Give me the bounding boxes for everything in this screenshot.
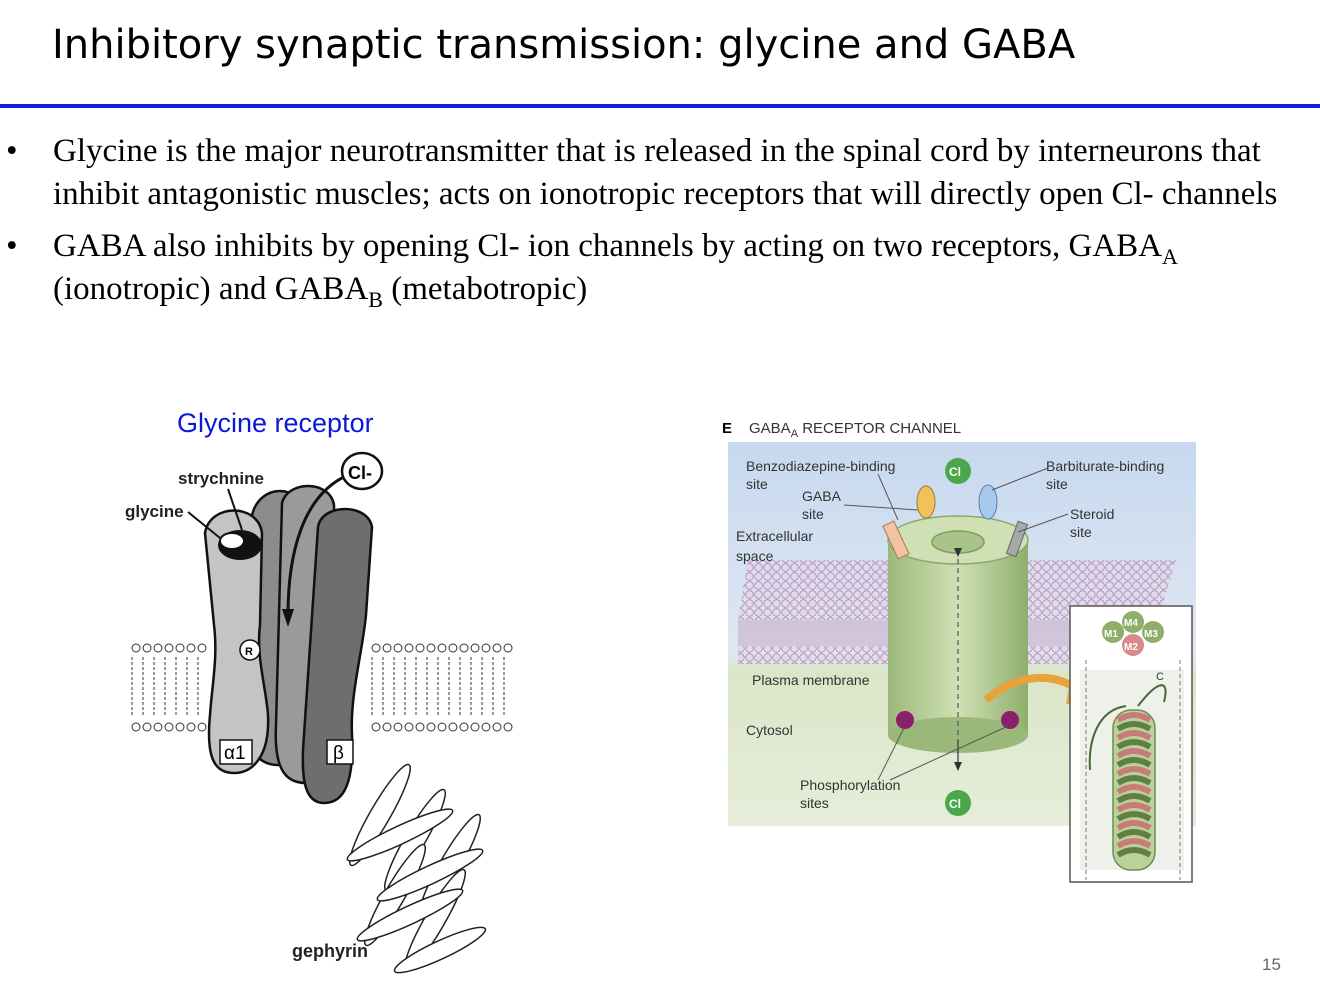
panel-letter: E [722, 420, 732, 437]
chloride-ion-icon [340, 451, 384, 491]
loop-chain [1088, 684, 1167, 771]
strychnine-label: strychnine [178, 469, 264, 488]
subscript: A [1162, 244, 1178, 269]
chloride-label: Cl- [348, 463, 372, 483]
glycine-molecule [219, 532, 245, 550]
m3-segment [1142, 621, 1164, 643]
phosphorylation-label: Phosphorylation [800, 777, 900, 793]
steroid-label-2: site [1070, 524, 1092, 540]
beta-label: β [333, 743, 344, 764]
bullet-item: • Glycine is the major neurotransmitter … [0, 130, 1300, 216]
m4-label: M4 [1124, 618, 1138, 629]
r-site-marker [239, 639, 261, 661]
benzo-label: Benzodiazepine-binding [746, 458, 895, 474]
extracellular-label: Extracellular [736, 528, 813, 544]
alpha1-label: α1 [224, 743, 246, 764]
inset-guides [1085, 660, 1181, 880]
r-site-label: R [245, 646, 253, 658]
c-terminus-label: C [1156, 671, 1164, 683]
bullet-text-part: (metabotropic) [382, 271, 588, 307]
helix-coils [1116, 712, 1152, 858]
bullet-text: Glycine is the major neurotransmitter th… [53, 133, 1278, 212]
chloride-flow-arrow [286, 473, 349, 616]
glycine-figure-caption: Glycine receptor [177, 408, 374, 438]
bullet-marker: • [6, 133, 18, 169]
gaba-site-label: GABA [802, 488, 842, 504]
title-divider [0, 104, 1320, 108]
lipid-bilayer [131, 643, 513, 732]
bullet-marker: • [6, 228, 18, 264]
steroid-label: Steroid [1070, 506, 1114, 522]
benzodiazepine-site [882, 520, 910, 560]
beta-subunit [301, 507, 374, 805]
gaba-a-receptor-figure: E GABAA RECEPTOR CHANNEL Cl Cl Benzodiaz… [722, 420, 1196, 883]
m1-segment [1102, 621, 1124, 643]
bullet-text: GABA also inhibits by opening Cl- ion ch… [53, 228, 1178, 311]
page-number: 15 [1262, 955, 1281, 974]
gaba-site-label-2: site [802, 506, 824, 522]
barbiturate-label-2: site [1046, 476, 1068, 492]
alpha1-subunit [203, 509, 270, 775]
glycine-receptor-figure: Glycine receptor Cl- strychnine glycine … [125, 408, 513, 974]
bullet-list: • Glycine is the major neurotransmitter … [0, 130, 1300, 320]
m1-label: M1 [1104, 629, 1118, 640]
bullet-item: • GABA also inhibits by opening Cl- ion … [0, 225, 1300, 311]
chloride-ion-top [945, 458, 971, 484]
m3-label: M3 [1144, 629, 1158, 640]
phosphorylation-site [896, 711, 914, 729]
slide-title: Inhibitory synaptic transmission: glycin… [52, 22, 1076, 68]
extracellular-label-2: space [736, 548, 774, 564]
m2-segment [1122, 634, 1144, 656]
bullet-text-part: (ionotropic) and GABA [53, 271, 369, 307]
benzo-label-2: site [746, 476, 768, 492]
barbiturate-label: Barbiturate-binding [1046, 458, 1164, 474]
glycine-label: glycine [125, 502, 184, 521]
chloride-top-label: Cl [949, 465, 961, 479]
subscript: B [368, 287, 383, 312]
alpha1-label-box [219, 739, 253, 765]
chloride-bottom-label: Cl [949, 797, 961, 811]
barbiturate-site [978, 484, 998, 520]
gaba-figure-title: GABAA RECEPTOR CHANNEL [749, 420, 961, 440]
gephyrin-lattice [346, 763, 487, 974]
m4-segment [1122, 611, 1144, 633]
phosphorylation-label-2: sites [800, 795, 829, 811]
beta-label-box [326, 739, 354, 765]
gephyrin-label: gephyrin [292, 941, 368, 961]
membrane-label: Plasma membrane [752, 672, 870, 688]
bullet-text-part: GABA also inhibits by opening Cl- ion ch… [53, 228, 1163, 264]
phosphorylation-site [1001, 711, 1019, 729]
chloride-ion-bottom [945, 790, 971, 816]
leader-lines [843, 467, 1069, 781]
m2-label: M2 [1124, 642, 1138, 653]
gaba-site [916, 485, 936, 519]
cytosol-label: Cytosol [746, 722, 793, 738]
